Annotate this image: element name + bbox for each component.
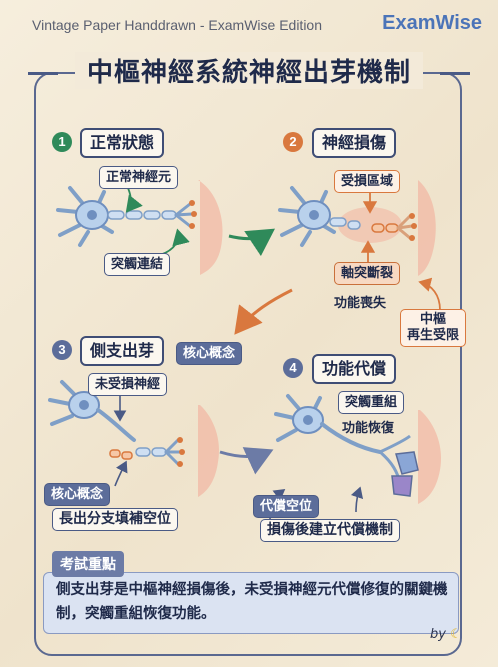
stage2-axon-break-tag: 軸突斷裂 — [334, 262, 401, 285]
stage3-number: 3 — [52, 340, 72, 360]
arrow-stage3-to-4 — [219, 447, 274, 475]
stage1-synapse-tag: 突觸連結 — [104, 253, 171, 276]
stage1-label: 正常狀態 — [80, 128, 165, 158]
stage1-neuron-pointer — [125, 187, 143, 213]
stage2-injury-area-tag: 受損區域 — [334, 170, 401, 193]
page-title: 中樞神經系統神經出芽機制 — [0, 52, 498, 89]
banana-icon: ☾ — [450, 627, 462, 642]
stage1-neuron — [56, 186, 197, 247]
stage3-label: 側支出芽 — [80, 336, 165, 366]
stage1-tissue — [198, 180, 223, 275]
stage2-function-loss: 功能喪失 — [334, 296, 387, 311]
stage2-cns-line1: 中樞 — [420, 312, 447, 327]
top-bar: Vintage Paper Handdrawn - ExamWise Editi… — [0, 8, 498, 36]
exam-focus-box — [43, 572, 459, 634]
stage2-cns-pointer — [418, 277, 441, 311]
edition-label: Vintage Paper Handdrawn - ExamWise Editi… — [32, 17, 323, 33]
exam-focus-text: 側支出芽是中樞神經損傷後，未受損神經元代償修復的關鍵機制，突觸重組恢復功能。 — [56, 582, 448, 622]
stage3-concept-tag: 核心概念 — [44, 483, 111, 506]
stage4-neuron — [274, 394, 419, 497]
stage4-mechanism-tag: 損傷後建立代償機制 — [260, 519, 400, 542]
signature: by ☾ — [430, 627, 462, 642]
stage3-neuron-injured — [48, 380, 185, 467]
brand-logo: ExamWise — [382, 12, 482, 34]
stage2-label: 神經損傷 — [312, 128, 397, 158]
stage1-number: 1 — [52, 132, 72, 152]
stage2-tissue — [338, 180, 436, 276]
stage2-neuron — [278, 186, 417, 247]
signature-by: by — [430, 627, 446, 642]
stage4-synapse-reorg-tag: 突觸重組 — [338, 391, 405, 414]
arrow-stage1-to-2 — [228, 228, 275, 257]
stage1-neuron-tag: 正常神經元 — [99, 166, 179, 189]
stage4-compensate-tag: 代償空位 — [253, 495, 320, 518]
title-rule-right — [440, 72, 470, 75]
title-rule-left — [28, 72, 58, 75]
stage1-synapse-pointer — [159, 228, 190, 256]
stage3-uninjured-tag: 未受損神經 — [88, 373, 168, 396]
stage4-label: 功能代償 — [312, 354, 397, 384]
stage3-branch-desc: 長出分支填補空位 — [52, 508, 178, 531]
stage2-number: 2 — [283, 132, 303, 152]
arrow-stage2-to-3 — [234, 288, 293, 335]
stage3-concept-badge: 核心概念 — [176, 342, 243, 365]
stage4-mechanism-pointer — [350, 486, 364, 513]
stage2-cns-line2: 再生受限 — [407, 328, 460, 343]
exam-focus-tag: 考試重點 — [52, 551, 124, 577]
stage3-tissue — [198, 405, 220, 497]
stage4-number: 4 — [283, 358, 303, 378]
stage4-tissue — [418, 410, 442, 504]
stage2-cns-tag: 中樞 再生受限 — [400, 309, 467, 347]
stage4-function-restore: 功能恢復 — [342, 421, 395, 436]
stage3-branch-pointer — [114, 460, 128, 487]
